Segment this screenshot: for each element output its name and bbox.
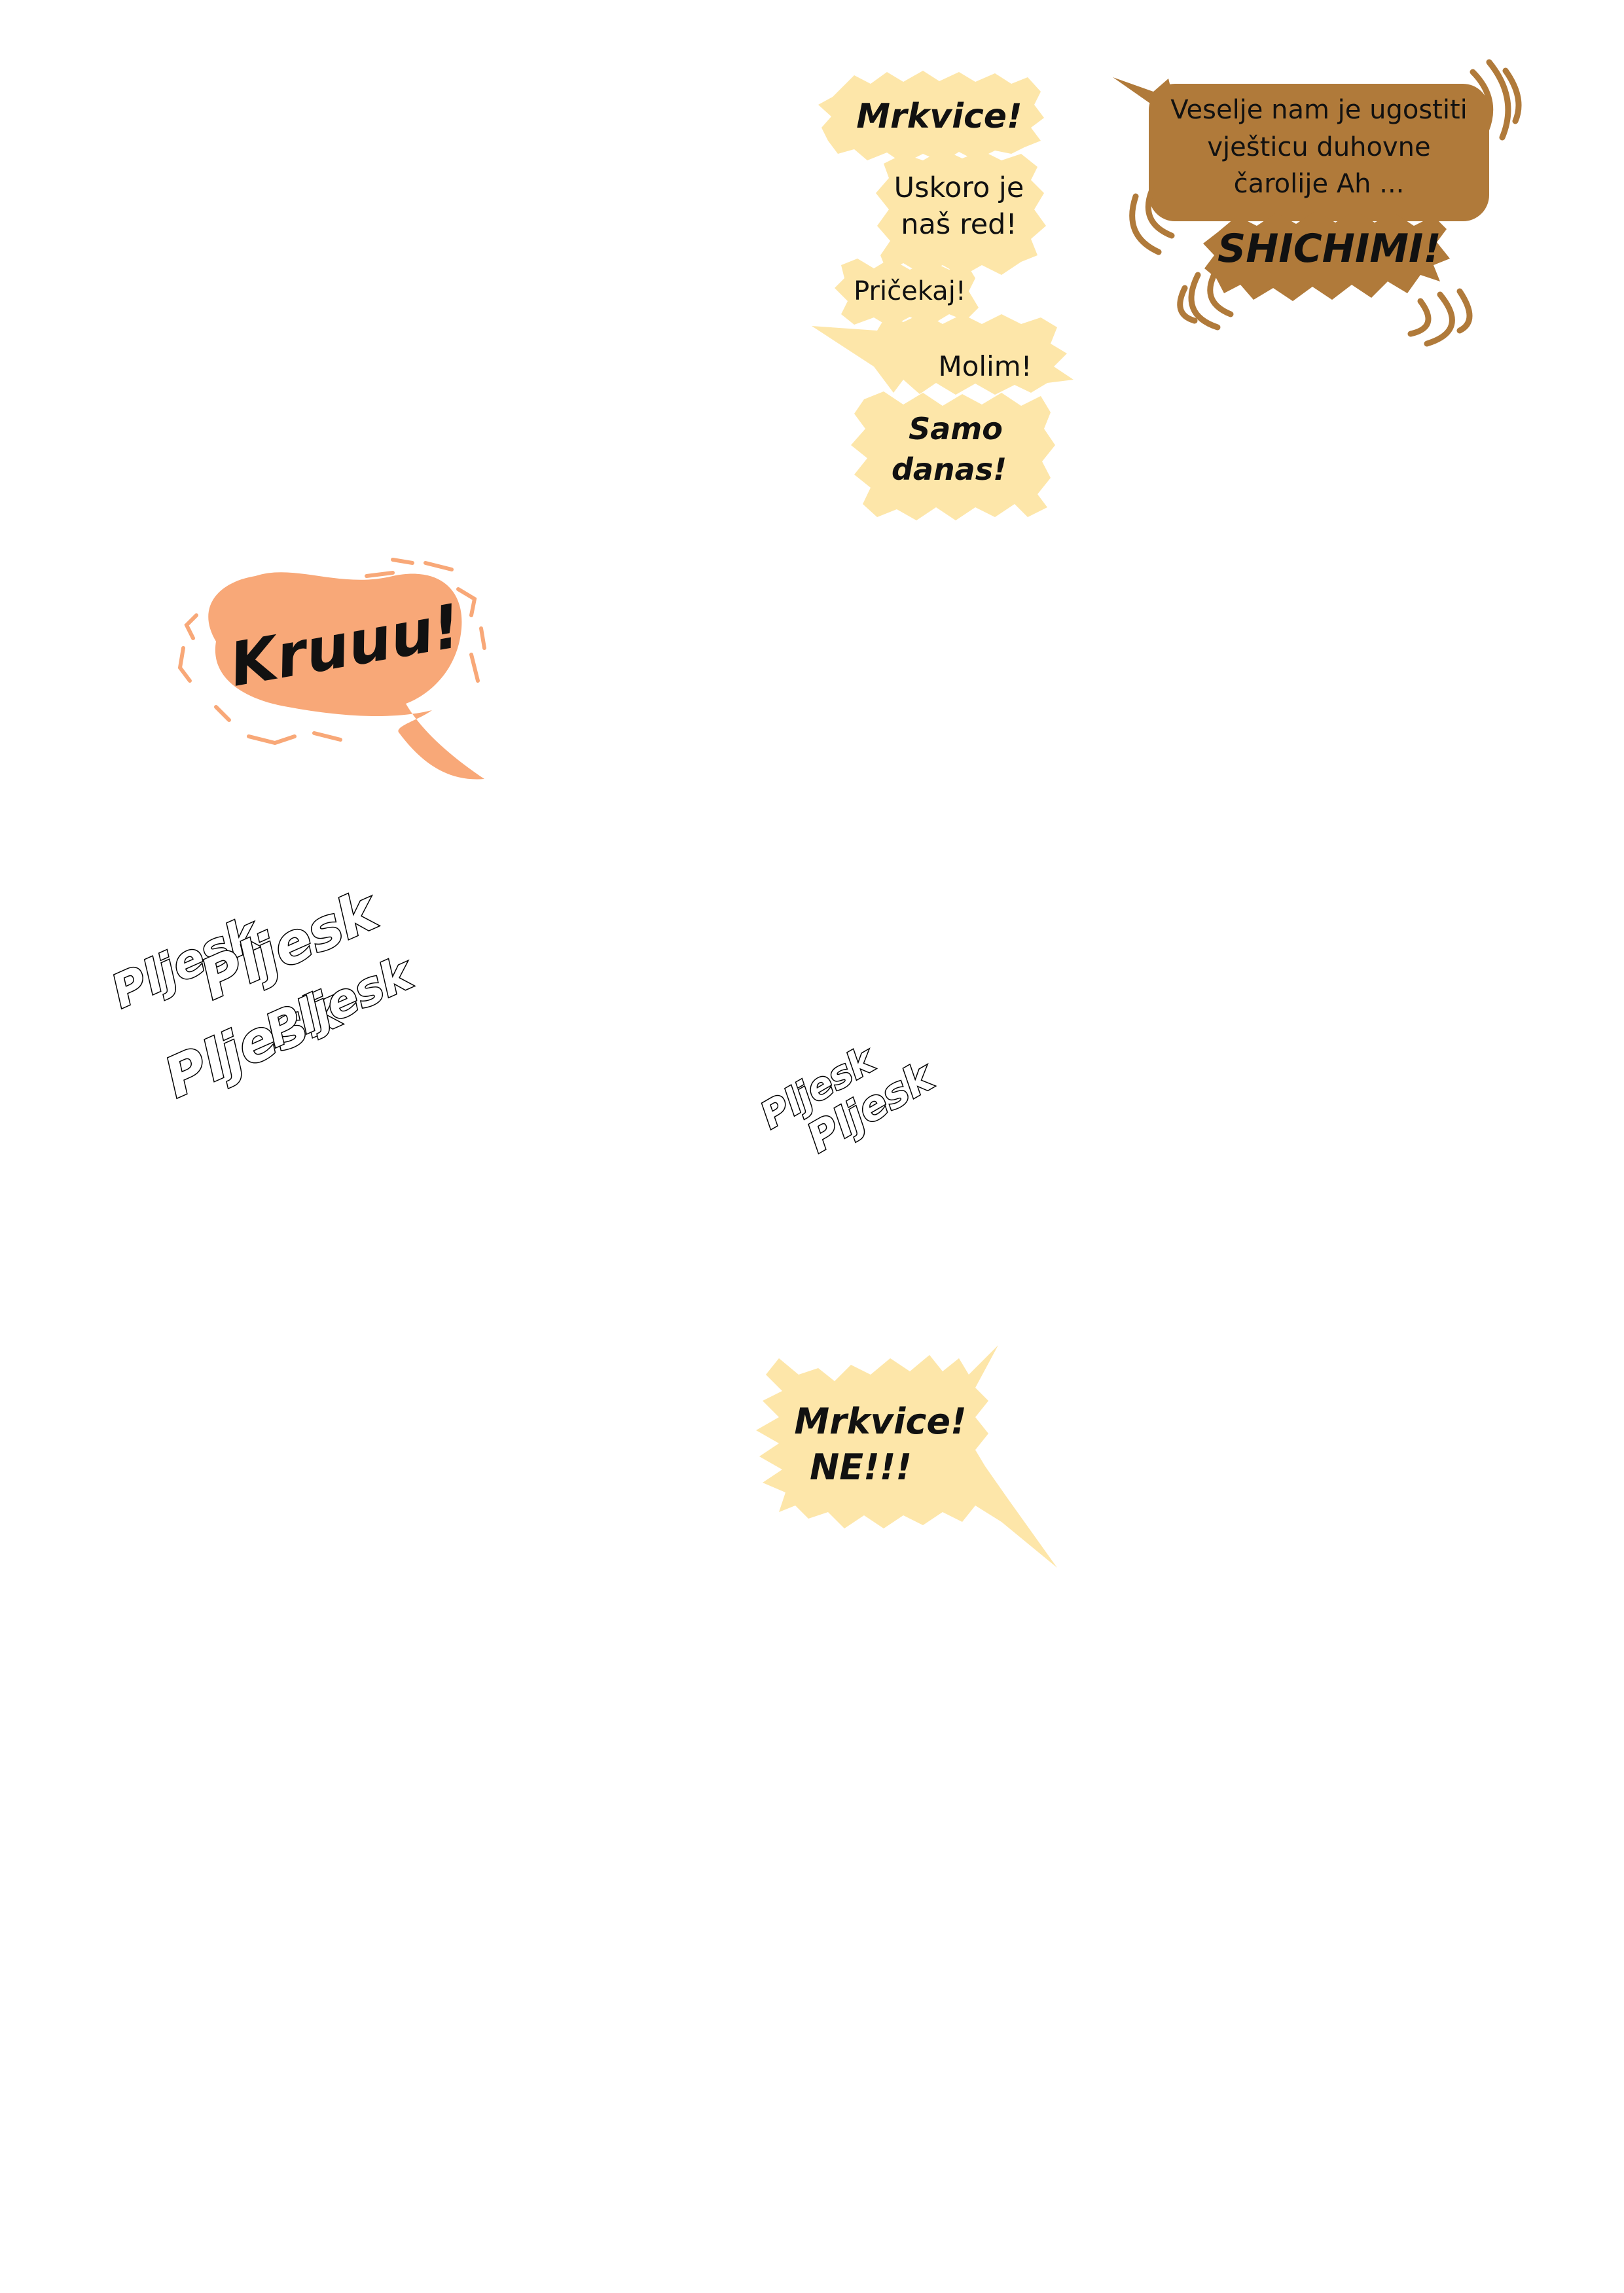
orange-bubble-group [177,558,486,780]
brown-vibration-arcs [1129,59,1522,347]
veselje-line2-text: vješticu duhovne [1207,132,1431,162]
shichimi-text: SHICHIMI! [1218,226,1441,272]
uskoro-line1-text: Uskoro je [893,172,1024,204]
mrkvice-bottom-line1-text: Mrkvice! [794,1401,967,1442]
veselje-line3-text: čarolije Ah ... [1233,169,1405,199]
uskoro-line2-text: naš red! [901,208,1017,241]
brown-bubble-group [1113,59,1522,347]
orange-bubble-body [208,572,484,780]
burst-mrkvice-ne [756,1345,1057,1568]
burst-mrkvice-top [818,71,1044,164]
samo-line1-text: Samo [909,411,1003,446]
burst-pricekaj [835,259,979,327]
molim-text: Molim! [938,350,1032,382]
samo-line2-text: danas! [891,452,1007,487]
pricekaj-text: Pričekaj! [854,276,966,306]
orange-vibration-dashes [177,558,486,746]
brown-bubble-box [1149,84,1489,221]
burst-uskoro [876,149,1046,276]
burst-samo [851,391,1055,520]
burst-molim [812,313,1074,395]
mrkvice-top-text: Mrkvice! [856,97,1022,136]
veselje-line1-text: Veselje nam je ugostiti [1170,95,1468,125]
mrkvice-bottom-line2-text: NE!!! [810,1447,912,1488]
yellow-burst-stack [812,71,1074,520]
brown-burst-shichimi [1203,211,1450,301]
